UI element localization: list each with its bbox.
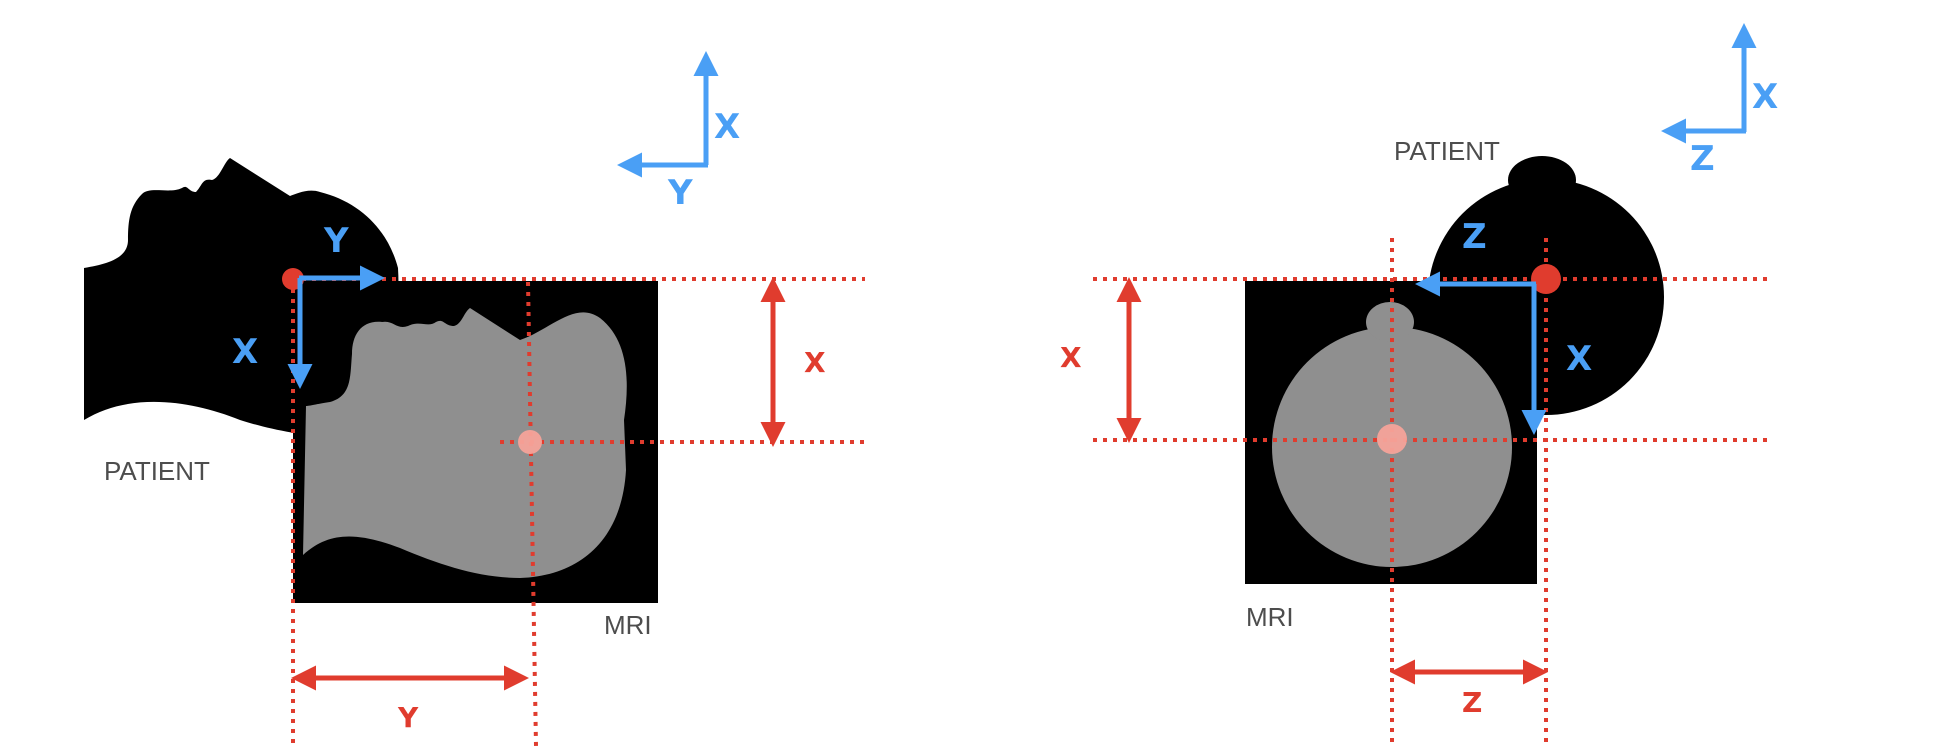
mri-label: MRI bbox=[1246, 602, 1294, 632]
legend-axis-z-label: Z bbox=[1690, 139, 1715, 179]
legend-axis-x-label: X bbox=[1752, 77, 1778, 117]
measurement-y-label: Y bbox=[397, 701, 419, 734]
mri-label: MRI bbox=[604, 610, 652, 640]
patient-label: PATIENT bbox=[104, 456, 210, 486]
reference-line-target-vertical bbox=[526, 281, 538, 746]
left-panel: Y X X Y X Y PATIENT MRI bbox=[84, 51, 865, 746]
patient-origin-point bbox=[1531, 264, 1561, 294]
patient-axis-y-label: Y bbox=[323, 221, 349, 261]
measurement-x-label: X bbox=[804, 346, 826, 379]
legend-axis-y-label: Y bbox=[667, 173, 693, 213]
mri-target-point bbox=[518, 430, 542, 454]
legend-axis-x-label: X bbox=[714, 107, 740, 147]
mri-scan-head-side bbox=[303, 308, 627, 578]
patient-axis-x-label: X bbox=[232, 332, 258, 372]
patient-label: PATIENT bbox=[1394, 136, 1500, 166]
measurement-z-label: Z bbox=[1462, 686, 1482, 719]
mri-target-point bbox=[1377, 424, 1407, 454]
patient-axis-x-label: X bbox=[1566, 339, 1592, 379]
measurement-x-label: X bbox=[1060, 341, 1082, 374]
patient-axis-z-label: Z bbox=[1462, 217, 1487, 257]
right-panel: Z X X Z X Z PATIENT MRI bbox=[1060, 23, 1778, 746]
patient-nose-top-silhouette bbox=[1508, 156, 1576, 204]
